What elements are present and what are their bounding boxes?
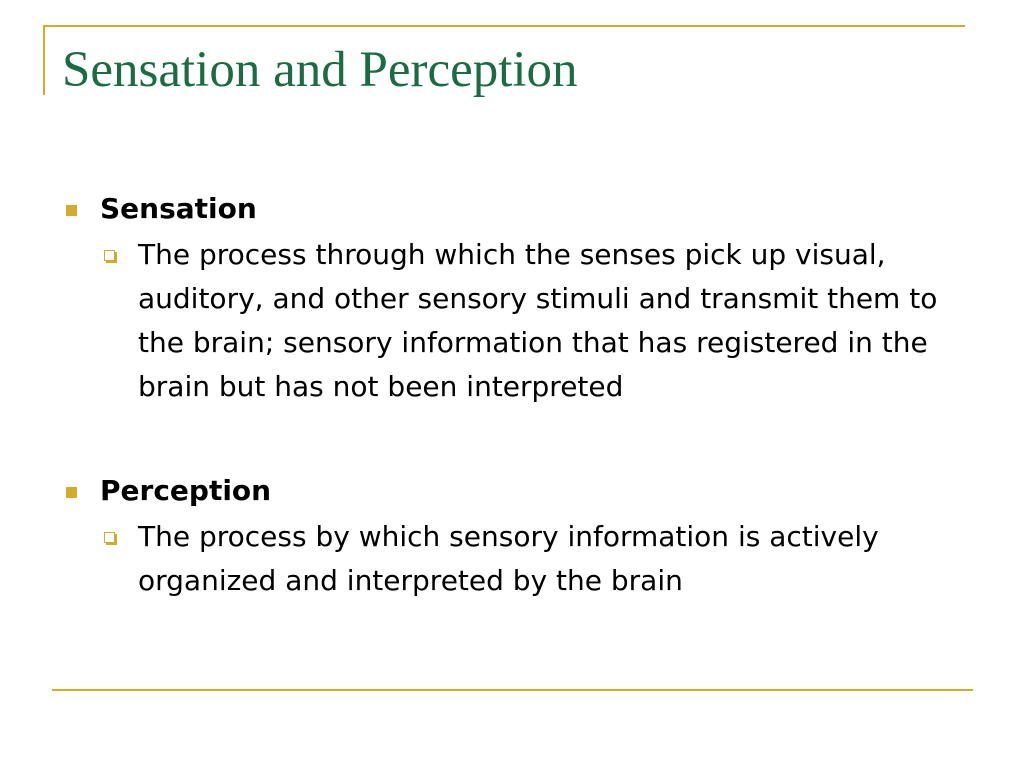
bullet-heading-perception: Perception (62, 469, 972, 513)
square-bullet-icon (66, 487, 77, 498)
bullet-heading-sensation: Sensation (62, 187, 972, 231)
hollow-square-bullet-icon (104, 532, 115, 543)
slide-title: Sensation and Perception (62, 42, 578, 98)
bottom-rule (52, 689, 973, 691)
sub-bullet-text: The process by which sensory information… (138, 520, 879, 597)
top-rule (43, 25, 965, 27)
heading-text: Sensation (100, 192, 257, 225)
bullet-sensation: Sensation The process through which the … (62, 187, 972, 409)
sub-bullet-text: The process through which the senses pic… (138, 238, 938, 403)
sub-bullet-perception: The process by which sensory information… (62, 515, 948, 603)
slide-body: Sensation The process through which the … (62, 187, 972, 603)
bullet-perception: Perception The process by which sensory … (62, 469, 972, 603)
square-bullet-icon (66, 205, 77, 216)
heading-text: Perception (100, 474, 272, 507)
left-rule (43, 25, 45, 95)
sub-bullet-sensation: The process through which the senses pic… (62, 233, 948, 409)
hollow-square-bullet-icon (104, 250, 115, 261)
